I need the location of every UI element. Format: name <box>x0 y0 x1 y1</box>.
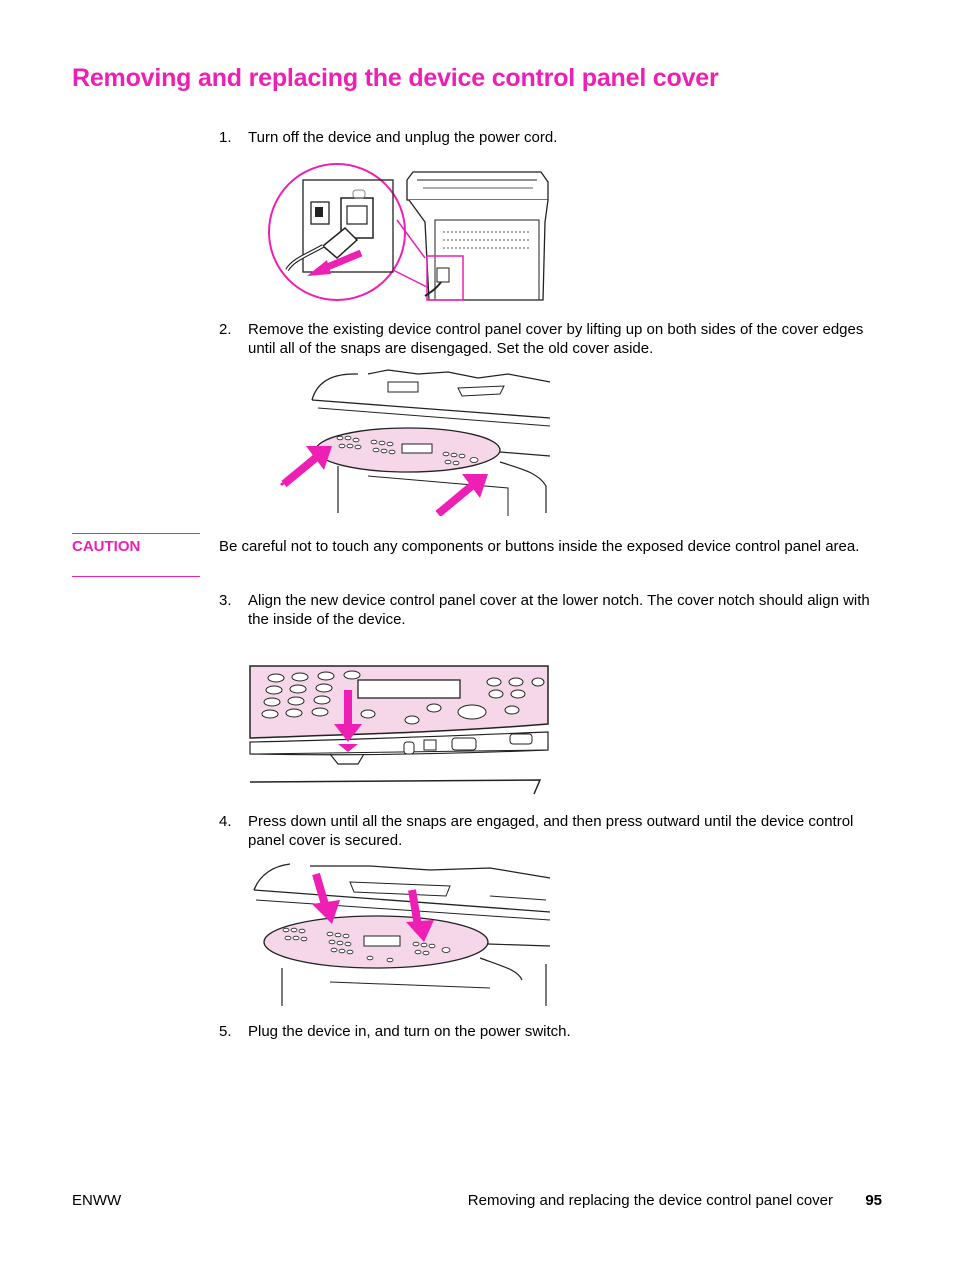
step-number: 2. <box>219 321 232 338</box>
step-text: Turn off the device and unplug the power… <box>248 129 558 146</box>
caution-text: Be careful not to touch any components o… <box>219 538 860 555</box>
caution-top-rule <box>72 533 200 534</box>
step-number: 5. <box>219 1023 232 1040</box>
unplug-power-cord-illustration <box>268 163 549 301</box>
lift-cover-illustration <box>280 369 551 516</box>
step-text: Press down until all the snaps are engag… <box>248 813 854 849</box>
footer-label: ENWW <box>72 1192 122 1209</box>
page-title: Removing and replacing the device contro… <box>72 64 719 92</box>
caution-bottom-rule <box>72 576 200 577</box>
footer-section-title: Removing and replacing the device contro… <box>467 1192 833 1209</box>
step-text: Align the new device control panel cover… <box>248 592 870 628</box>
caution-label: CAUTION <box>72 538 141 555</box>
step-2: 2. Remove the existing device control pa… <box>219 320 887 358</box>
press-cover-illustration <box>253 863 551 1006</box>
step-number: 4. <box>219 813 232 830</box>
step-3: 3. Align the new device control panel co… <box>219 591 887 629</box>
step-text: Plug the device in, and turn on the powe… <box>248 1023 571 1040</box>
step-5: 5. Plug the device in, and turn on the p… <box>219 1022 887 1041</box>
align-notch-illustration <box>249 665 549 795</box>
step-number: 3. <box>219 592 232 609</box>
step-number: 1. <box>219 129 232 146</box>
page-number: 95 <box>865 1192 882 1209</box>
step-1: 1. Turn off the device and unplug the po… <box>219 128 887 147</box>
step-text: Remove the existing device control panel… <box>248 321 864 357</box>
step-4: 4. Press down until all the snaps are en… <box>219 812 887 850</box>
